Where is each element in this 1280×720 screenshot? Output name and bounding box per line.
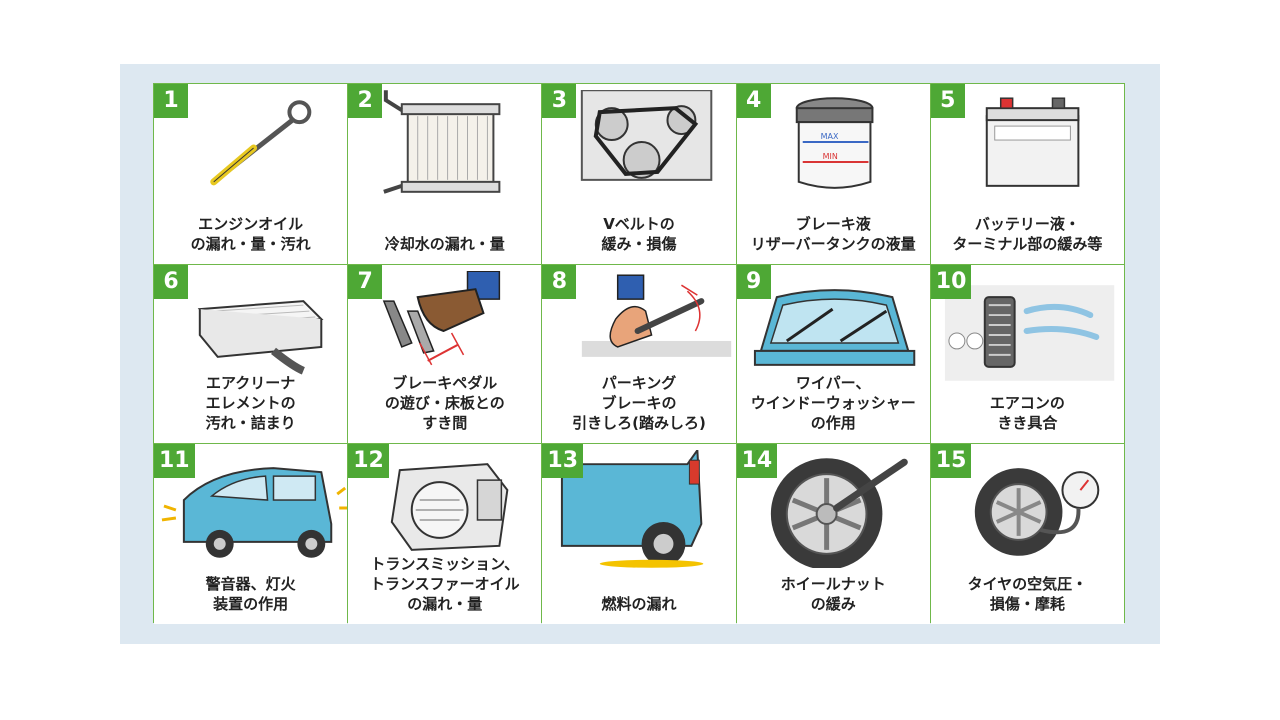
- inspection-item: 5 バッテリー液・ターミナル部の緩み等: [930, 84, 1124, 264]
- inspection-item: 14 ホイールナットの緩み: [736, 444, 930, 624]
- item-number: 13: [542, 444, 584, 478]
- item-number: 3: [542, 84, 577, 118]
- inspection-item: 2 冷却水の漏れ・量: [348, 84, 542, 264]
- item-caption: タイヤの空気圧・損傷・摩耗: [967, 575, 1088, 613]
- v-belt-icon: [542, 90, 735, 208]
- inspection-item: 8 パーキングブレーキの引きしろ(踏みしろ): [542, 265, 736, 443]
- inspection-item: 12 トランスミッション、トランスファーオイルの漏れ・量: [348, 444, 542, 624]
- inspection-item: 9 ワイパー、ウインドーウォッシャーの作用: [736, 265, 930, 443]
- item-caption: ブレーキペダルの遊び・床板とのすき間: [384, 374, 505, 432]
- car-horn-lights-icon: [154, 450, 348, 568]
- parking-brake-icon: [542, 271, 735, 389]
- item-caption: 燃料の漏れ: [601, 595, 677, 613]
- inspection-item: 15 タイヤの空気圧・損傷・摩耗: [930, 444, 1124, 624]
- item-number: 9: [736, 265, 771, 299]
- item-number: 11: [154, 444, 195, 478]
- item-caption: ブレーキ液リザーバータンクの液量: [750, 215, 916, 253]
- inspection-item: 4 MAX MIN ブレーキ液リザーバータンクの液量: [736, 84, 930, 264]
- item-caption: 警音器、灯火装置の作用: [205, 575, 296, 613]
- item-caption: エアクリーナエレメントの汚れ・詰まり: [205, 374, 296, 432]
- tank-max-label: MAX: [820, 132, 838, 141]
- item-caption: パーキングブレーキの引きしろ(踏みしろ): [572, 374, 706, 432]
- item-caption: Vベルトの緩み・損傷: [601, 215, 677, 253]
- air-cleaner-icon: [154, 271, 347, 389]
- inspection-item: 6 エアクリーナエレメントの汚れ・詰まり: [154, 265, 348, 443]
- inspection-grid: 1 エンジンオイルの漏れ・量・汚れ 2: [153, 83, 1125, 624]
- inspection-item: 11 警音器、灯火装置の作用: [154, 444, 348, 624]
- item-number: 1: [154, 84, 188, 118]
- dipstick-icon: [154, 90, 347, 208]
- battery-icon: [931, 90, 1124, 208]
- item-caption: ワイパー、ウインドーウォッシャーの作用: [750, 374, 916, 432]
- item-number: 7: [348, 265, 383, 299]
- item-number: 15: [930, 444, 972, 478]
- item-number: 2: [348, 84, 383, 118]
- wiper-icon: [737, 271, 930, 389]
- item-number: 8: [542, 265, 577, 299]
- air-conditioner-icon: [931, 271, 1124, 389]
- wheel-nut-icon: [737, 450, 930, 568]
- item-number: 4: [736, 84, 771, 118]
- item-number: 6: [154, 265, 188, 299]
- brake-pedal-icon: [348, 271, 541, 389]
- tire-pressure-icon: [931, 450, 1124, 568]
- item-number: 14: [736, 444, 778, 478]
- inspection-item: 3 Vベルトの緩み・損傷: [542, 84, 736, 264]
- inspection-item: 1 エンジンオイルの漏れ・量・汚れ: [154, 84, 348, 264]
- inspection-item: 13 燃料の漏れ: [542, 444, 736, 624]
- item-caption: 冷却水の漏れ・量: [384, 235, 505, 253]
- radiator-icon: [348, 90, 541, 208]
- item-number: 12: [348, 444, 389, 478]
- tank-min-label: MIN: [822, 152, 837, 161]
- item-caption: バッテリー液・ターミナル部の緩み等: [952, 215, 1103, 253]
- fuel-leak-icon: [542, 450, 735, 568]
- brake-fluid-tank-icon: MAX MIN: [737, 90, 930, 208]
- item-number: 10: [930, 265, 972, 299]
- item-caption: ホイールナットの緩み: [780, 575, 886, 613]
- item-caption: エンジンオイルの漏れ・量・汚れ: [190, 215, 311, 253]
- item-caption: エアコンのきき具合: [989, 394, 1065, 432]
- item-number: 5: [930, 84, 965, 118]
- item-caption: トランスミッション、トランスファーオイルの漏れ・量: [369, 555, 520, 613]
- transmission-icon: [348, 450, 541, 568]
- inspection-item: 7 ブレーキペダルの遊び・床板とのすき間: [348, 265, 542, 443]
- inspection-item: 10 エアコンのきき具合: [930, 265, 1124, 443]
